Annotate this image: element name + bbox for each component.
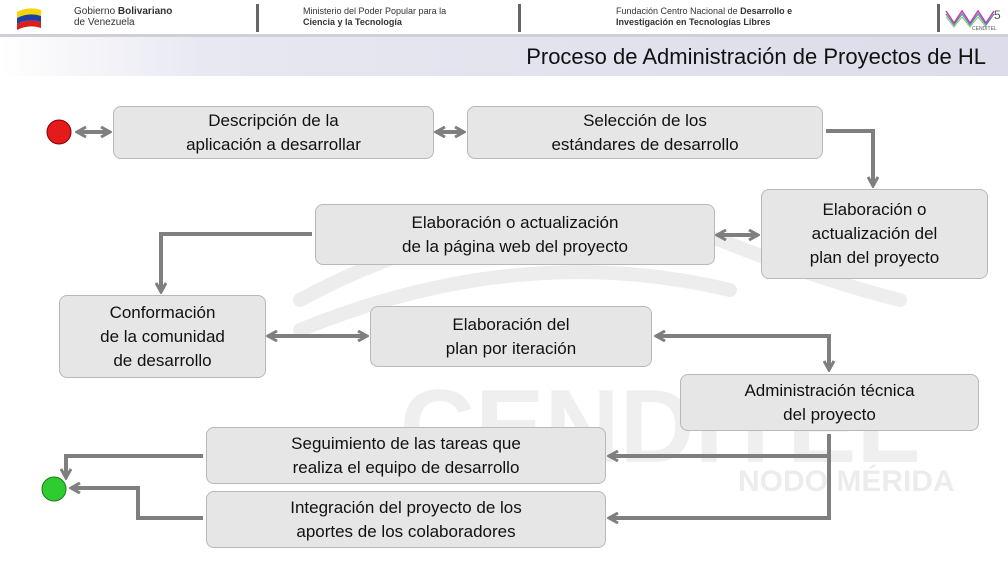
connector-seguimiento-end	[66, 454, 203, 478]
step-plan-proyecto: Elaboración o actualización del plan del…	[761, 189, 988, 279]
header-bar: Gobierno Bolivariano de Venezuela Minist…	[0, 0, 1008, 34]
connector-iteracion-admin	[656, 336, 829, 370]
ministry-label: Ministerio del Poder Popular para la Cie…	[303, 6, 447, 27]
step-comunidad: Conformación de la comunidad de desarrol…	[59, 295, 266, 378]
step-pagina-web: Elaboración o actualización de la página…	[315, 204, 715, 265]
foundation-label: Fundación Centro Nacional de Desarrollo …	[616, 6, 793, 27]
header-divider	[518, 4, 521, 32]
start-node	[46, 119, 72, 145]
gov-label: Gobierno Bolivariano de Venezuela	[74, 6, 173, 28]
header-divider	[937, 4, 940, 32]
step-plan-iteracion: Elaboración del plan por iteración	[370, 306, 652, 367]
connector-admin-seguimiento	[609, 434, 831, 456]
venezuela-flag-icon	[17, 8, 41, 30]
page-title: Proceso de Administración de Proyectos d…	[526, 44, 986, 69]
connector-integracion-end	[71, 488, 203, 520]
connector-seleccion-plan	[826, 129, 873, 186]
header-divider	[256, 4, 259, 32]
cenditel-logo-icon	[945, 9, 995, 28]
header-underline	[0, 34, 1008, 37]
step-seleccion: Selección de los estándares de desarroll…	[467, 106, 823, 159]
step-admin-tecnica: Administración técnica del proyecto	[680, 374, 979, 431]
connector-web-comunidad	[161, 232, 312, 292]
end-node	[41, 476, 67, 502]
connector-admin-integracion	[609, 456, 831, 518]
title-band	[0, 37, 1008, 76]
page-number: 5	[994, 8, 1001, 22]
step-seguimiento: Seguimiento de las tareas que realiza el…	[206, 427, 606, 484]
step-descripcion: Descripción de la aplicación a desarroll…	[113, 106, 434, 159]
step-integracion: Integración del proyecto de los aportes …	[206, 491, 606, 548]
logo-caption: CENDITEL	[972, 26, 997, 32]
